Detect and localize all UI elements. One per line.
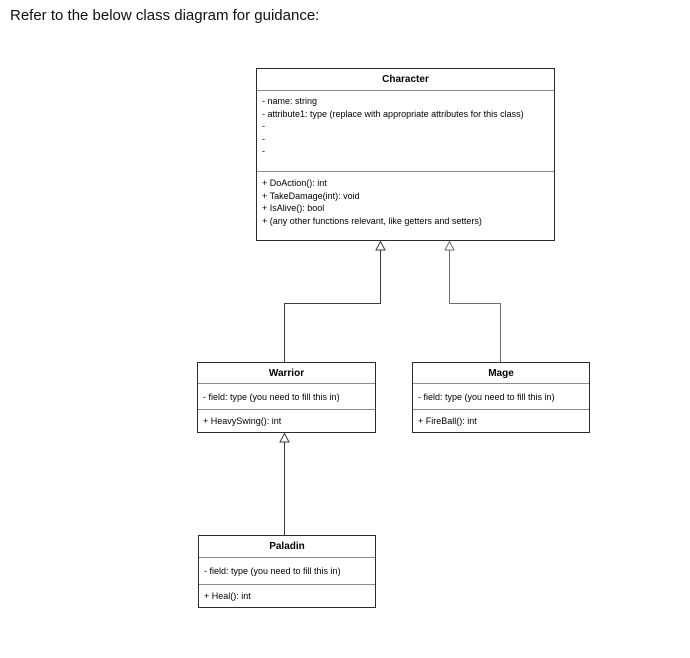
method-row: + FireBall(): int: [418, 416, 477, 426]
method-row: + IsAlive(): bool: [262, 203, 325, 213]
paladin-attributes-section: - field: type (you need to fill this in): [199, 558, 375, 585]
inheritance-arrowhead-paladin-to-warrior: [279, 432, 290, 443]
method-row: + (any other functions relevant, like ge…: [262, 215, 482, 226]
mage-class-title: Mage: [413, 363, 589, 384]
attribute-row: - field: type (you need to fill this in): [418, 391, 555, 402]
method-row: + Heal(): int: [204, 591, 251, 601]
warrior-methods-section: + HeavySwing(): int: [198, 410, 375, 432]
warrior-class-box: Warrior - field: type (you need to fill …: [197, 362, 376, 433]
inheritance-connector-mage-to-character: [449, 250, 501, 362]
attribute-row: - name: string: [262, 96, 318, 106]
page-heading: Refer to the below class diagram for gui…: [10, 7, 320, 24]
mage-attributes-section: - field: type (you need to fill this in): [413, 384, 589, 410]
character-class-title: Character: [257, 69, 554, 91]
character-class-box: Character - name: string - attribute1: t…: [256, 68, 555, 241]
warrior-class-title: Warrior: [198, 363, 375, 384]
mage-methods-section: + FireBall(): int: [413, 410, 589, 432]
paladin-methods-section: + Heal(): int: [199, 585, 375, 607]
attribute-row: -: [262, 121, 265, 131]
paladin-class-title: Paladin: [199, 536, 375, 558]
method-row: + HeavySwing(): int: [203, 416, 282, 426]
character-attributes-section: - name: string - attribute1: type (repla…: [257, 91, 554, 172]
attribute-row: -: [262, 146, 265, 156]
character-methods-section: + DoAction(): int + TakeDamage(int): voi…: [257, 172, 554, 240]
attribute-row: - attribute1: type (replace with appropr…: [262, 108, 524, 119]
paladin-class-box: Paladin - field: type (you need to fill …: [198, 535, 376, 608]
warrior-attributes-section: - field: type (you need to fill this in): [198, 384, 375, 410]
mage-class-box: Mage - field: type (you need to fill thi…: [412, 362, 590, 433]
method-row: + DoAction(): int: [262, 178, 327, 188]
inheritance-arrowhead-warrior-to-character: [375, 240, 386, 251]
method-row: + TakeDamage(int): void: [262, 190, 360, 201]
attribute-row: - field: type (you need to fill this in): [203, 391, 340, 402]
attribute-row: - field: type (you need to fill this in): [204, 566, 341, 576]
inheritance-connector-warrior-to-character: [284, 250, 381, 362]
attribute-row: -: [262, 133, 265, 144]
inheritance-arrowhead-mage-to-character: [444, 240, 455, 251]
